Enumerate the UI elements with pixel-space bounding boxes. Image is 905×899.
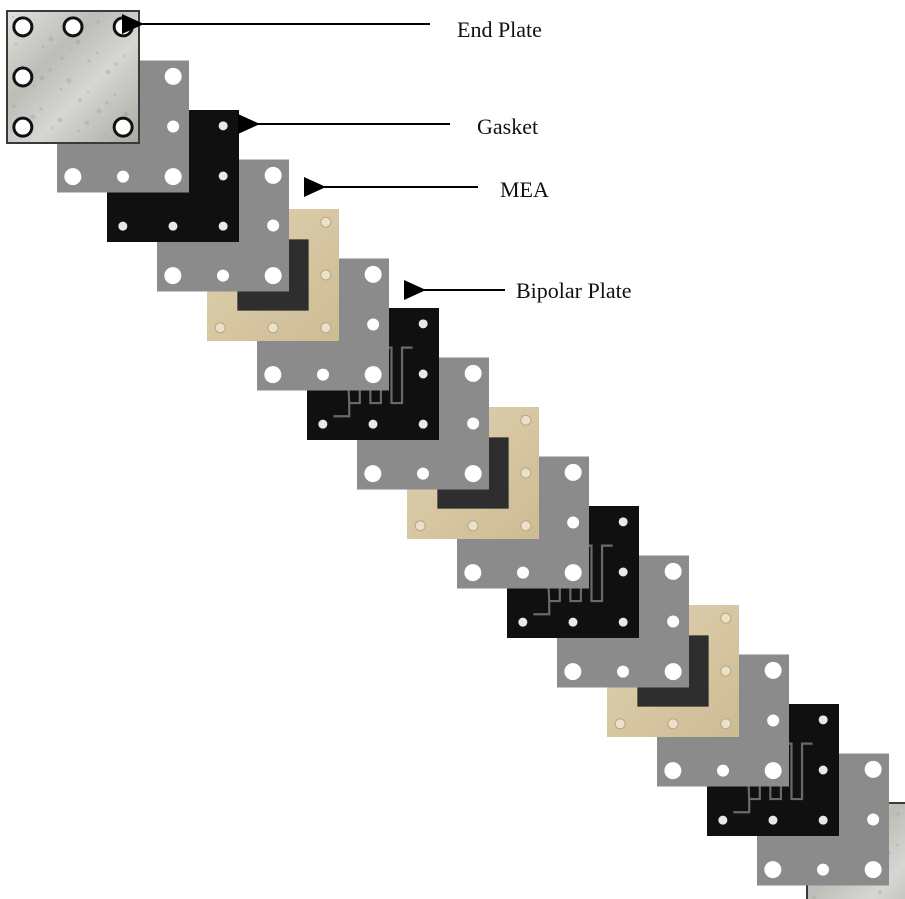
gasket-hole	[764, 861, 781, 878]
plate-hole	[419, 319, 428, 328]
plate-hole	[219, 121, 228, 130]
gasket-hole	[865, 861, 882, 878]
mea-hole	[268, 323, 278, 333]
mea-hole	[321, 217, 331, 227]
gasket-hole	[564, 663, 581, 680]
end-plate-layer	[7, 11, 139, 143]
mea-hole	[468, 521, 478, 531]
gasket-hole	[565, 464, 582, 481]
bolt-hole	[64, 18, 82, 36]
gasket-hole	[867, 814, 879, 826]
gasket-hole	[117, 171, 129, 183]
gasket-hole	[765, 762, 782, 779]
gasket-hole	[364, 465, 381, 482]
mea-label: MEA	[500, 177, 549, 203]
mea-hole	[521, 415, 531, 425]
mea-hole	[721, 719, 731, 729]
plate-hole	[419, 370, 428, 379]
plate-hole	[219, 172, 228, 181]
bolt-hole	[114, 18, 132, 36]
plate-hole	[619, 618, 628, 627]
gasket-hole	[517, 567, 529, 579]
plate-hole	[518, 618, 527, 627]
plate-hole	[619, 568, 628, 577]
mea-hole	[321, 270, 331, 280]
gasket-hole	[167, 121, 179, 133]
plate-hole	[369, 420, 378, 429]
bipolar-plate-label: Bipolar Plate	[516, 278, 631, 304]
mea-hole	[668, 719, 678, 729]
gasket-hole	[217, 270, 229, 282]
gasket-hole	[467, 418, 479, 430]
gasket-hole	[265, 267, 282, 284]
gasket-hole	[267, 220, 279, 232]
mea-hole	[721, 613, 731, 623]
gasket-hole	[64, 168, 81, 185]
gasket-hole	[817, 864, 829, 876]
mea-hole	[615, 719, 625, 729]
plate-hole	[169, 222, 178, 231]
bolt-hole	[114, 118, 132, 136]
gasket-hole	[664, 762, 681, 779]
gasket-hole	[264, 366, 281, 383]
mea-hole	[521, 468, 531, 478]
gasket-hole	[767, 715, 779, 727]
gasket-hole	[765, 662, 782, 679]
gasket-hole	[464, 564, 481, 581]
gasket-hole	[717, 765, 729, 777]
gasket-label: Gasket	[477, 114, 538, 140]
gasket-hole	[565, 564, 582, 581]
bolt-hole	[14, 118, 32, 136]
plate-hole	[419, 420, 428, 429]
gasket-hole	[567, 517, 579, 529]
gasket-hole	[865, 761, 882, 778]
plate-hole	[569, 618, 578, 627]
plate-hole	[619, 517, 628, 526]
plate-hole	[769, 816, 778, 825]
gasket-hole	[465, 365, 482, 382]
gasket-hole	[367, 319, 379, 331]
bolt-hole	[14, 68, 32, 86]
plate-hole	[118, 222, 127, 231]
bolt-hole	[14, 18, 32, 36]
mea-hole	[321, 323, 331, 333]
plate-hole	[318, 420, 327, 429]
gasket-hole	[667, 616, 679, 628]
gasket-hole	[317, 369, 329, 381]
gasket-hole	[617, 666, 629, 678]
gasket-hole	[365, 366, 382, 383]
plate-hole	[718, 816, 727, 825]
plate-hole	[219, 222, 228, 231]
gasket-hole	[265, 167, 282, 184]
mea-hole	[415, 521, 425, 531]
gasket-hole	[165, 68, 182, 85]
gasket-hole	[465, 465, 482, 482]
plate-hole	[819, 715, 828, 724]
gasket-hole	[164, 267, 181, 284]
gasket-hole	[417, 468, 429, 480]
mea-hole	[721, 666, 731, 676]
plate-hole	[819, 816, 828, 825]
mea-hole	[521, 521, 531, 531]
gasket-hole	[665, 563, 682, 580]
end-plate-label: End Plate	[457, 17, 542, 43]
gasket-hole	[365, 266, 382, 283]
mea-hole	[215, 323, 225, 333]
gasket-hole	[665, 663, 682, 680]
gasket-hole	[165, 168, 182, 185]
plate-hole	[819, 766, 828, 775]
